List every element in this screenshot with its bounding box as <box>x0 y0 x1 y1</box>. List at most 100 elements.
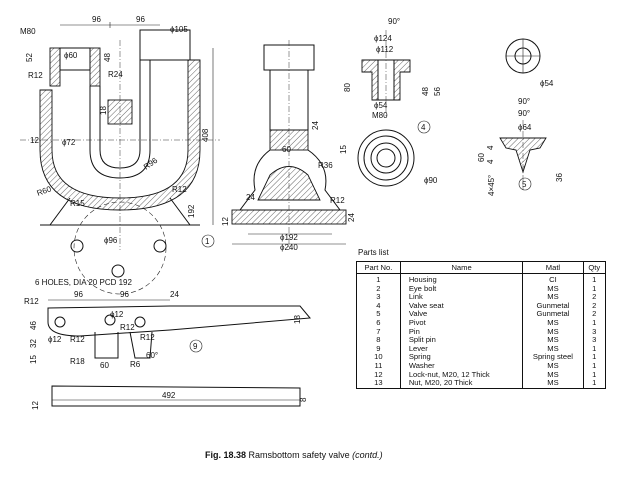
dim-d12: ϕ12 <box>48 335 62 344</box>
dim-18: 18 <box>99 106 108 115</box>
dim-60: 60 <box>477 153 486 162</box>
seat-ring <box>370 142 402 174</box>
housing-right-pipe-top <box>139 29 191 61</box>
dim-60: 60 <box>100 361 109 370</box>
valve-view: ϕ54 90° 90° ϕ64 4 60 4 4×45° 36 5 <box>477 38 564 196</box>
dim-60deg: 60° <box>146 351 158 360</box>
parts-list-cell: 2 <box>582 310 607 319</box>
dim-32: 32 <box>29 339 38 348</box>
housing-holes-note: 6 HOLES, DIA 20 PCD 192 <box>35 278 132 287</box>
seat-outer-ring <box>357 129 415 187</box>
dim-48: 48 <box>421 87 430 96</box>
dim-90deg: 90° <box>518 97 530 106</box>
parts-list-cell: 1 <box>582 378 607 389</box>
housing-front-view: M80 96 96 ϕ105 ϕ60 R12 R24 52 48 18 ϕ72 … <box>20 15 220 295</box>
dim-90deg: 90° <box>388 17 400 26</box>
lever-view: R12 96 96 24 46 32 ϕ12 R12 ϕ12 R12 R12 1… <box>24 290 311 410</box>
dim-d124: ϕ124 <box>374 34 392 43</box>
parts-list-column-header: Matl <box>522 261 584 274</box>
dim-d54: ϕ54 <box>374 101 388 110</box>
dim-90deg: 90° <box>518 109 530 118</box>
dim-96: 96 <box>74 290 83 299</box>
dim-m80: M80 <box>372 111 388 120</box>
dim-4x45: 4×45° <box>487 175 496 196</box>
parts-list-cell: 1 <box>582 361 607 371</box>
dim-15: 15 <box>339 145 348 154</box>
dim-46: 46 <box>29 321 38 330</box>
dim-492: 492 <box>162 391 176 400</box>
dim-r12: R12 <box>140 333 155 342</box>
housing-bolt-hole <box>111 264 125 278</box>
parts-list-cell: 1 <box>582 273 607 285</box>
dim-96: 96 <box>136 15 145 24</box>
parts-list-cell: CI <box>522 273 584 285</box>
parts-list-title: Parts list <box>358 248 389 257</box>
dim-56: 56 <box>433 87 442 96</box>
dim-408: 408 <box>201 128 210 142</box>
dim-r36: R36 <box>318 161 333 170</box>
dim-r18: R18 <box>70 357 85 366</box>
figure-suffix: (contd.) <box>352 450 383 460</box>
dim-m80: M80 <box>20 27 36 36</box>
housing-thread-m80 <box>59 47 91 71</box>
lever-outline <box>47 305 311 337</box>
dim-192: 192 <box>187 204 196 218</box>
dim-52: 52 <box>25 53 34 62</box>
part-callout-9 <box>189 339 203 353</box>
dim-8: 8 <box>299 397 308 402</box>
dim-d96: ϕ96 <box>104 236 118 245</box>
parts-list-column-header: Part No. <box>356 261 401 274</box>
figure-caption: Fig. 18.38 Ramsbottom safety valve (cont… <box>205 450 383 460</box>
part-callout-4 <box>417 120 431 134</box>
dim-d105: ϕ105 <box>170 25 188 34</box>
parts-list-cell: 1 <box>356 273 401 285</box>
dim-96: 96 <box>92 15 101 24</box>
parts-list-column-header: Qty <box>582 261 607 274</box>
lever-hole <box>104 314 116 326</box>
part-callout-1 <box>201 234 215 248</box>
dim-d60: ϕ60 <box>64 51 78 60</box>
part-callout-5 <box>518 177 532 191</box>
dim-d72: ϕ72 <box>62 138 76 147</box>
part-number: 5 <box>522 180 527 189</box>
dim-24: 24 <box>311 121 320 130</box>
dim-24: 24 <box>170 290 179 299</box>
dim-4: 4 <box>486 159 495 164</box>
dim-r60: R60 <box>36 184 53 198</box>
housing-side-view: 60 24 R36 R12 24 24 12 ϕ192 ϕ240 <box>221 40 356 252</box>
lever-hole <box>134 316 146 328</box>
dim-r12: R12 <box>172 185 187 194</box>
dim-12: 12 <box>30 136 39 145</box>
housing-left-wall-outer <box>49 47 61 87</box>
parts-list-cell: 1 <box>582 318 607 328</box>
dim-r12: R12 <box>120 323 135 332</box>
dim-d192: ϕ192 <box>280 233 298 242</box>
parts-list-cell: 2 <box>582 301 607 311</box>
parts-list-cell: 13 <box>356 378 401 389</box>
figure-number: Fig. 18.38 <box>205 450 247 460</box>
dim-12: 12 <box>221 217 230 226</box>
lever-hole <box>54 316 66 328</box>
parts-list-cell: Housing <box>399 273 524 285</box>
parts-list-cell: 2 <box>582 293 607 302</box>
parts-list-cell: 1 <box>582 344 607 354</box>
valve-seat-view: 90° ϕ124 ϕ112 80 48 56 ϕ54 M80 4 15 ϕ90 <box>339 17 442 187</box>
figure-title: Ramsbottom safety valve <box>248 450 350 460</box>
seat-ring <box>363 135 409 181</box>
lever-side-view <box>51 385 301 407</box>
parts-list-cell: 3 <box>582 327 607 337</box>
dim-d12: ϕ12 <box>110 310 124 319</box>
dim-r12: R12 <box>24 297 39 306</box>
